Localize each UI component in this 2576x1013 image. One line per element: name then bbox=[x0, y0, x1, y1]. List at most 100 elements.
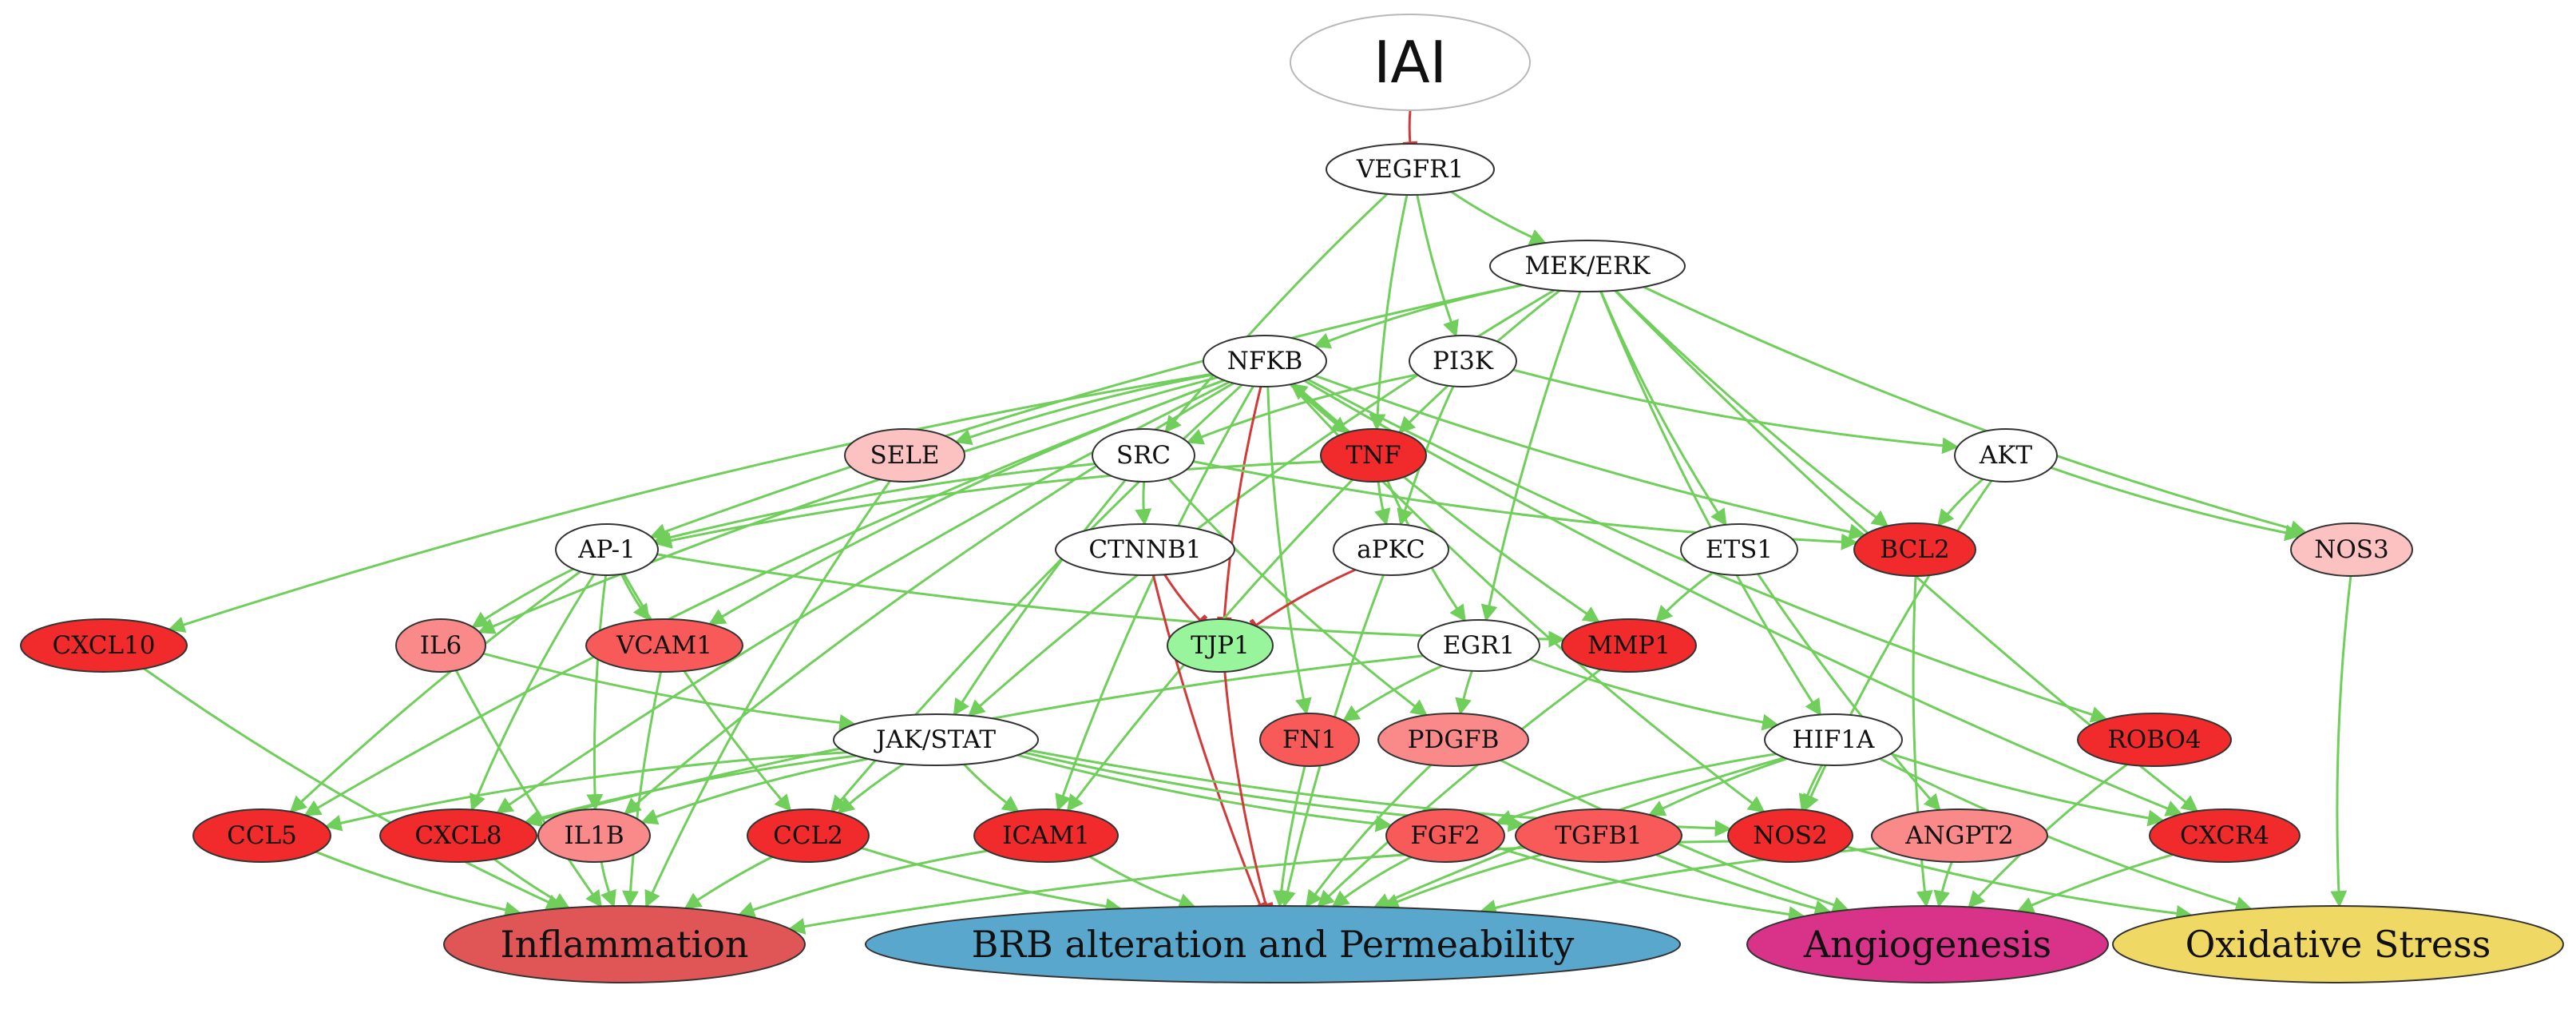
node-tjp1-label: TJP1 bbox=[1191, 631, 1250, 660]
edge-nfkb-to-sele-activate bbox=[954, 373, 1214, 445]
node-cxcl10-label: CXCL10 bbox=[53, 631, 156, 660]
edge-nos2-to-oxidative-activate bbox=[1846, 845, 2194, 922]
node-sele-shape bbox=[844, 428, 965, 483]
node-pi3k-label: PI3K bbox=[1433, 347, 1494, 375]
edge-akt-to-bcl2-activate bbox=[1937, 478, 1984, 527]
node-tgfb1: TGFB1 bbox=[1515, 808, 1682, 863]
edge-vcam1-to-inflammation-activate bbox=[622, 671, 663, 908]
node-robo4-label: ROBO4 bbox=[2107, 725, 2201, 754]
edge-cxcr4-to-angiogenesis-activate bbox=[2016, 853, 2174, 913]
node-egr1-label: EGR1 bbox=[1443, 631, 1515, 660]
node-pdgfb-label: PDGFB bbox=[1408, 725, 1500, 754]
edge-ccl2-to-brb-activate bbox=[861, 847, 1123, 915]
edge-apkc-to-tjp1-inhibit bbox=[1249, 568, 1356, 634]
edge-il6-to-jakstat-activate bbox=[482, 652, 857, 731]
node-ap1-shape bbox=[555, 523, 659, 576]
edge-nfkb-to-fn1-activate bbox=[1266, 386, 1312, 716]
edge-hif1a-to-oxidative-activate bbox=[1879, 757, 2253, 913]
edge-akt-to-nos3-activate bbox=[2051, 466, 2302, 542]
edge-cxcl10-to-inflammation-activate bbox=[143, 667, 564, 910]
edge-ccl2-to-inflammation-activate bbox=[684, 856, 773, 910]
node-tjp1: TJP1 bbox=[1167, 618, 1274, 673]
edge-pi3k-to-src-activate bbox=[1186, 373, 1418, 445]
edge-mekerk-to-bcl2-activate bbox=[1615, 289, 1889, 527]
node-il1b: IL1B bbox=[537, 808, 651, 863]
node-apkc: aPKC bbox=[1333, 523, 1449, 576]
node-inflammation-shape bbox=[443, 905, 806, 983]
edge-mekerk-to-ap1-activate bbox=[649, 284, 1523, 540]
node-cxcr4: CXCR4 bbox=[2149, 808, 2301, 863]
node-bcl2: BCL2 bbox=[1853, 522, 1976, 577]
node-fn1-shape bbox=[1259, 713, 1360, 767]
node-icam1-shape bbox=[973, 808, 1119, 863]
node-inflammation: Inflammation bbox=[443, 905, 806, 983]
edge-jakstat-to-ccl5-activate bbox=[324, 751, 847, 832]
edge-jakstat-to-icam1-activate bbox=[963, 763, 1020, 812]
node-mekerk-shape bbox=[1489, 240, 1686, 292]
node-fn1-label: FN1 bbox=[1282, 725, 1337, 754]
edge-ap1-to-cxcl8-activate bbox=[470, 574, 596, 812]
edge-egr1-to-fn1-activate bbox=[1342, 665, 1443, 722]
node-src-shape bbox=[1092, 428, 1195, 483]
edge-ap1-to-il6-activate bbox=[471, 567, 574, 629]
node-angiogenesis: Angiogenesis bbox=[1746, 905, 2109, 983]
edges-layer bbox=[143, 109, 2352, 935]
node-nfkb: NFKB bbox=[1203, 335, 1327, 387]
node-ccl5-shape bbox=[192, 808, 331, 863]
node-il1b-shape bbox=[537, 808, 651, 863]
edge-mmp1-to-brb-activate bbox=[1317, 668, 1602, 908]
edge-cxcl8-to-inflammation-activate bbox=[493, 858, 571, 909]
edge-nfkb-to-cxcl10-activate bbox=[168, 372, 1212, 633]
node-ccl2: CCL2 bbox=[747, 808, 870, 863]
node-ccl5: CCL5 bbox=[192, 808, 331, 863]
node-angpt2-shape bbox=[1871, 808, 2048, 863]
node-robo4-shape bbox=[2077, 713, 2232, 767]
node-jakstat: JAK/STAT bbox=[833, 713, 1039, 766]
node-cxcr4-shape bbox=[2149, 808, 2301, 863]
node-vcam1-shape bbox=[585, 618, 743, 673]
node-mekerk-label: MEK/ERK bbox=[1524, 252, 1651, 280]
edge-tjp1-to-brb-inhibit bbox=[1223, 671, 1274, 910]
node-bcl2-shape bbox=[1853, 522, 1976, 577]
node-cxcl10: CXCL10 bbox=[20, 618, 188, 673]
node-tjp1-shape bbox=[1167, 618, 1274, 673]
edge-jakstat-to-il1b-activate bbox=[640, 757, 869, 825]
node-hif1a: HIF1A bbox=[1764, 713, 1903, 766]
node-iai-label: IAI bbox=[1373, 29, 1447, 96]
node-ap1: AP-1 bbox=[555, 523, 659, 576]
node-oxidative: Oxidative Stress bbox=[2112, 905, 2564, 983]
node-vegfr1: VEGFR1 bbox=[1326, 143, 1495, 196]
edge-src-to-jakstat-activate bbox=[953, 479, 1127, 717]
edge-il1b-to-inflammation-activate bbox=[600, 861, 616, 908]
edge-ets1-to-angpt2-activate bbox=[1757, 573, 1941, 812]
edge-nfkb-to-vcam1-activate bbox=[707, 379, 1225, 626]
node-bcl2-label: BCL2 bbox=[1880, 535, 1949, 564]
edge-hif1a-to-nos2-activate bbox=[1798, 764, 1824, 812]
edge-nfkb-to-ccl5-activate bbox=[303, 379, 1225, 816]
edge-mekerk-to-nos3-activate bbox=[1643, 285, 2308, 537]
node-cxcl8-label: CXCL8 bbox=[414, 821, 501, 850]
edge-jakstat-to-fgf2-activate bbox=[1017, 753, 1393, 832]
edge-angpt2-to-angiogenesis-activate bbox=[1933, 861, 1953, 908]
node-ets1-label: ETS1 bbox=[1706, 535, 1773, 564]
edge-nfkb-to-bcl2-activate bbox=[1314, 374, 1866, 541]
node-il6-shape bbox=[395, 618, 486, 673]
node-oxidative-label: Oxidative Stress bbox=[2186, 923, 2491, 966]
node-pdgfb-shape bbox=[1377, 713, 1529, 767]
node-fgf2: FGF2 bbox=[1385, 808, 1505, 863]
node-ctnnb1-shape bbox=[1055, 523, 1235, 576]
node-ctnnb1-label: CTNNB1 bbox=[1088, 535, 1201, 564]
node-mmp1-label: MMP1 bbox=[1587, 631, 1670, 660]
edge-ccl5-to-inflammation-activate bbox=[315, 850, 522, 919]
node-jakstat-shape bbox=[833, 713, 1039, 766]
node-vcam1: VCAM1 bbox=[585, 618, 743, 673]
node-tnf-label: TNF bbox=[1345, 441, 1401, 470]
node-vegfr1-shape bbox=[1326, 143, 1495, 196]
edge-nfkb-to-tjp1-inhibit bbox=[1217, 386, 1262, 622]
edge-mekerk-to-ets1-activate bbox=[1599, 291, 1727, 526]
node-nos3: NOS3 bbox=[2290, 522, 2413, 577]
node-mekerk: MEK/ERK bbox=[1489, 240, 1686, 292]
node-akt-label: AKT bbox=[1979, 441, 2033, 470]
edge-fgf2-to-brb-activate bbox=[1331, 856, 1412, 908]
